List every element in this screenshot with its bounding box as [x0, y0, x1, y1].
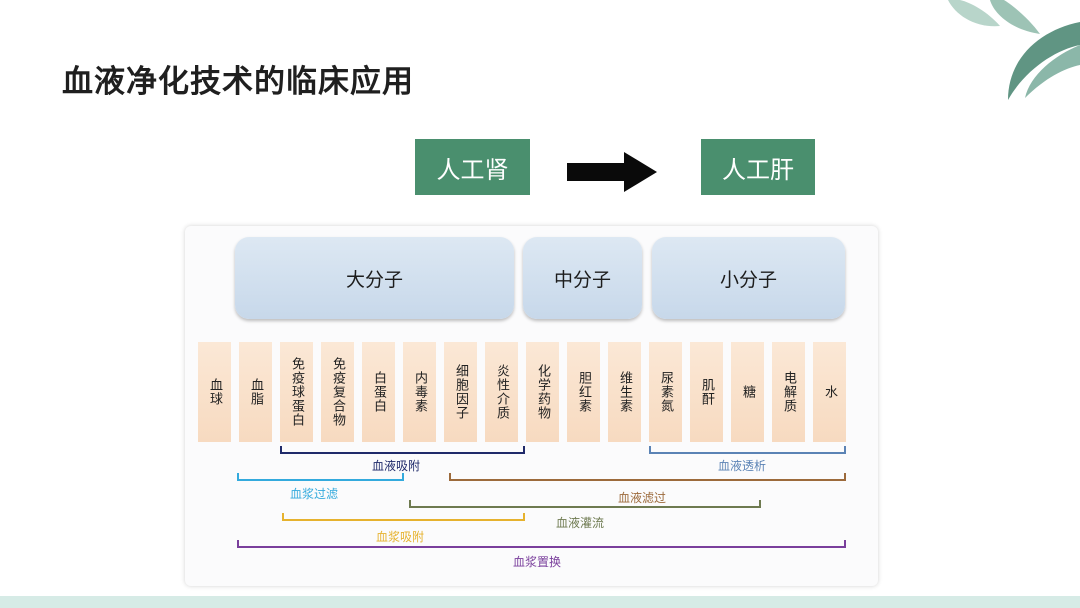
label-plasma-filtration: 血浆过滤	[290, 487, 339, 501]
item-chemical-drugs: 化学药物	[526, 342, 559, 442]
item-endotoxin: 内毒素	[403, 342, 436, 442]
leaf-decoration	[930, 0, 1080, 114]
item-blood-lipids: 血脂	[239, 342, 272, 442]
right-arrow-icon	[567, 152, 659, 196]
item-albumin: 白蛋白	[362, 342, 395, 442]
bracket-hemoadsorption	[280, 446, 525, 454]
label-plasma-adsorption: 血浆吸附	[376, 530, 425, 544]
artificial-kidney-box: 人工肾	[415, 139, 530, 195]
label-plasma-exchange: 血浆置换	[513, 555, 562, 569]
item-water: 水	[813, 342, 846, 442]
bracket-hemoperfusion	[409, 500, 761, 508]
item-immune-complex: 免疫复合物	[321, 342, 354, 442]
label-hemodialysis: 血液透析	[718, 459, 767, 473]
item-glucose: 糖	[731, 342, 764, 442]
bracket-plasma-filtration	[237, 473, 404, 481]
item-creatinine: 肌酐	[690, 342, 723, 442]
label-hemoperfusion: 血液灌流	[556, 516, 605, 530]
category-large-molecule: 大分子	[235, 237, 514, 319]
artificial-liver-box: 人工肝	[701, 139, 815, 195]
bracket-plasma-exchange	[237, 540, 846, 548]
category-middle-molecule: 中分子	[523, 237, 642, 319]
bracket-plasma-adsorption	[282, 513, 525, 521]
bottom-band	[0, 596, 1080, 608]
item-electrolytes: 电解质	[772, 342, 805, 442]
item-immunoglobulin: 免疫球蛋白	[280, 342, 313, 442]
category-small-molecule: 小分子	[652, 237, 845, 319]
bracket-hemodialysis	[649, 446, 846, 454]
item-vitamins: 维生素	[608, 342, 641, 442]
label-hemoadsorption: 血液吸附	[372, 459, 421, 473]
item-inflammatory-mediators: 炎性介质	[485, 342, 518, 442]
item-bilirubin: 胆红素	[567, 342, 600, 442]
item-blood-cells: 血球	[198, 342, 231, 442]
label-hemofiltration: 血液滤过	[618, 491, 667, 505]
item-cytokines: 细胞因子	[444, 342, 477, 442]
page-title: 血液净化技术的临床应用	[62, 64, 414, 100]
item-urea-nitrogen: 尿素氮	[649, 342, 682, 442]
bracket-hemofiltration	[449, 473, 846, 481]
